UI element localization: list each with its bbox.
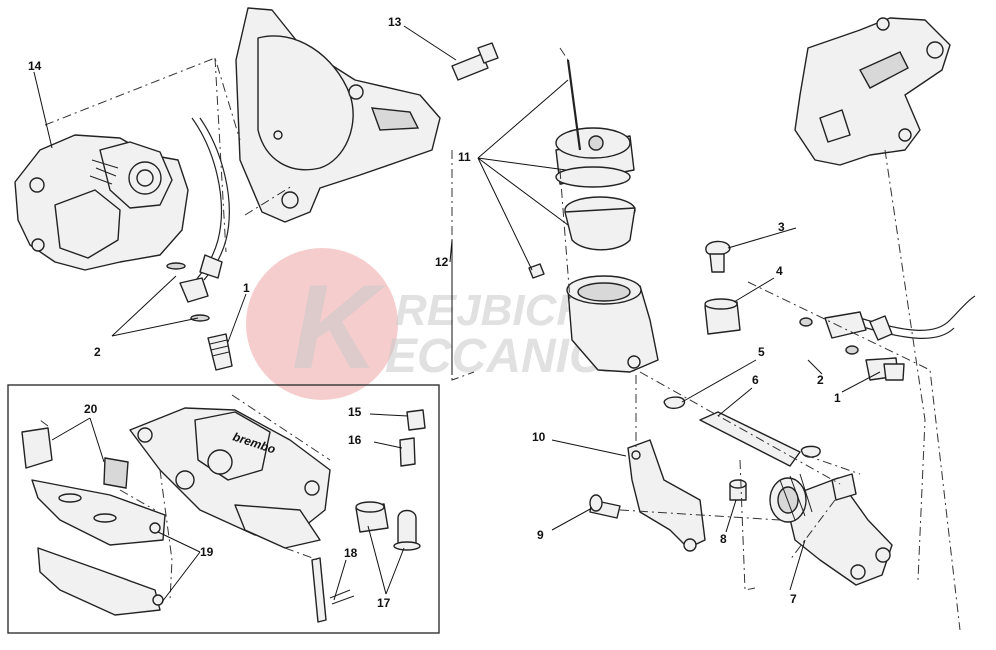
callout-7: 7 — [790, 592, 797, 606]
callout-5: 5 — [758, 345, 765, 359]
leader-lines — [33, 25, 881, 603]
callouts: 14 13 1 2 11 12 3 4 5 6 2 1 10 9 8 7 20 … — [28, 15, 841, 610]
callout-9: 9 — [537, 528, 544, 542]
callout-1-right: 1 — [834, 391, 841, 405]
bolt-13 — [451, 53, 489, 81]
washer-left-bottom — [190, 314, 210, 322]
watermark-logo-letter: K — [292, 260, 386, 394]
brake-pad-upper — [31, 479, 166, 546]
washer-left-top — [166, 262, 186, 270]
hose-clamp-lower — [800, 445, 821, 458]
assembly-lines — [39, 47, 961, 631]
callout-18: 18 — [344, 546, 358, 560]
callout-8: 8 — [720, 532, 727, 546]
rear-caliper — [14, 134, 189, 271]
hose-fitting-right — [869, 315, 893, 341]
pad-tag — [103, 457, 129, 489]
callout-15: 15 — [348, 405, 362, 419]
callout-6: 6 — [752, 373, 759, 387]
callout-11: 11 — [458, 150, 471, 164]
fluid-reservoir — [528, 59, 659, 373]
rear-master-cylinder — [769, 473, 893, 586]
banjo-left — [179, 277, 209, 303]
brake-pad-lower — [37, 547, 161, 616]
bleed-cap-15 — [406, 409, 426, 431]
inset-frame — [7, 384, 440, 634]
inset-caliper: brembo — [129, 407, 331, 549]
callout-17: 17 — [377, 596, 391, 610]
watermark-line1: REJBICH — [395, 286, 589, 335]
bleed-valve-16 — [399, 437, 416, 467]
pad-spring-20 — [21, 427, 53, 469]
callout-3: 3 — [778, 220, 785, 234]
washer-right-a — [799, 317, 813, 327]
hose-fitting-left — [199, 254, 223, 279]
callout-10: 10 — [532, 430, 546, 444]
callout-4: 4 — [776, 264, 783, 278]
brake-hose-right — [859, 295, 976, 331]
washer-right-b — [845, 345, 859, 355]
callout-19: 19 — [200, 545, 214, 559]
callout-2-right: 2 — [817, 373, 824, 387]
screw-3 — [705, 240, 731, 256]
callout-20: 20 — [84, 402, 98, 416]
reservoir-hose — [699, 411, 801, 467]
callout-13: 13 — [388, 15, 402, 29]
callout-16: 16 — [348, 433, 362, 447]
callout-14: 14 — [28, 59, 42, 73]
callout-2-left: 2 — [94, 345, 101, 359]
callout-1-left: 1 — [243, 281, 250, 295]
banjo-right — [824, 311, 867, 339]
caliper-bracket-plate — [235, 7, 441, 223]
bolt-13-head — [477, 42, 499, 64]
pad-pin-18 — [311, 557, 327, 623]
callout-12: 12 — [435, 255, 449, 269]
master-cylinder-bracket-right — [794, 17, 951, 166]
watermark-red-circle — [246, 248, 398, 400]
hose-clamp-upper — [663, 396, 686, 410]
piston-17b — [397, 509, 417, 547]
